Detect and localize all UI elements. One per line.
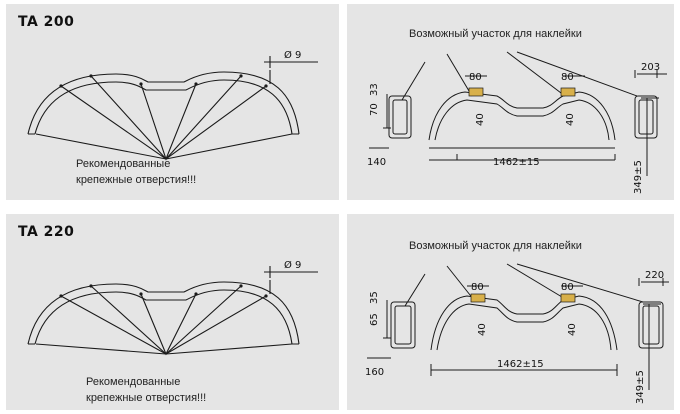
dim-side-left: 40: [477, 323, 488, 336]
dim-pad-top: 80: [471, 282, 484, 293]
sticker-area-label: Возможный участок для наклейки: [409, 240, 582, 252]
dim-pad-right: 80: [561, 72, 574, 83]
dim-height: 349±5: [635, 370, 646, 404]
dim-pad-right: 80: [561, 282, 574, 293]
dim-left-70: 70: [369, 103, 380, 116]
hole-diameter-label: Ø 9: [284, 49, 301, 61]
model-title: TA 200: [18, 14, 75, 30]
dim-left-33: 35: [369, 291, 380, 304]
dim-left-140: 160: [365, 367, 384, 378]
dim-left-140: 140: [367, 157, 386, 168]
recommended-note: Рекомендованные крепежные отверстия!!!: [86, 376, 207, 404]
model-title: TA 220: [18, 224, 75, 240]
dim-left-70: 65: [369, 313, 380, 326]
dim-side-left: 40: [475, 113, 486, 126]
fender-drawing: Ø 9: [27, 49, 318, 161]
dim-right-width: 220: [645, 270, 664, 281]
right-panel-top: Возможный участок для наклейки 80: [347, 4, 674, 200]
dim-side-right: 40: [565, 113, 576, 126]
dim-height: 349±5: [633, 160, 644, 194]
dim-right-width: 203: [641, 62, 660, 73]
dim-span: 1462±15: [497, 359, 544, 370]
dimension-drawing: 80 80 40 40 65 35 160 1462±15 349±5 220: [365, 263, 669, 404]
dim-side-right: 40: [567, 323, 578, 336]
hole-diameter-label: Ø 9: [284, 259, 301, 271]
left-panel-top: TA 200 Ø 9 Рекомендованные крепежные отв…: [6, 4, 339, 200]
left-panel-bottom: TA 220 Ø 9 Рекомендованные крепежные отв…: [6, 214, 339, 410]
dim-left-33: 33: [369, 83, 380, 96]
recommended-note: Рекомендованные крепежные отверстия!!!: [76, 158, 197, 186]
sticker-area-label: Возможный участок для наклейки: [409, 28, 582, 40]
fender-drawing: Ø 9: [27, 259, 318, 356]
dim-pad-top: 80: [469, 72, 482, 83]
right-panel-bottom: Возможный участок для наклейки 80 80 40 …: [347, 214, 674, 410]
dim-span: 1462±15: [493, 157, 540, 168]
dimension-drawing: 80 80 40 40 70 33 140 1462±15 349±5 203: [367, 51, 667, 194]
